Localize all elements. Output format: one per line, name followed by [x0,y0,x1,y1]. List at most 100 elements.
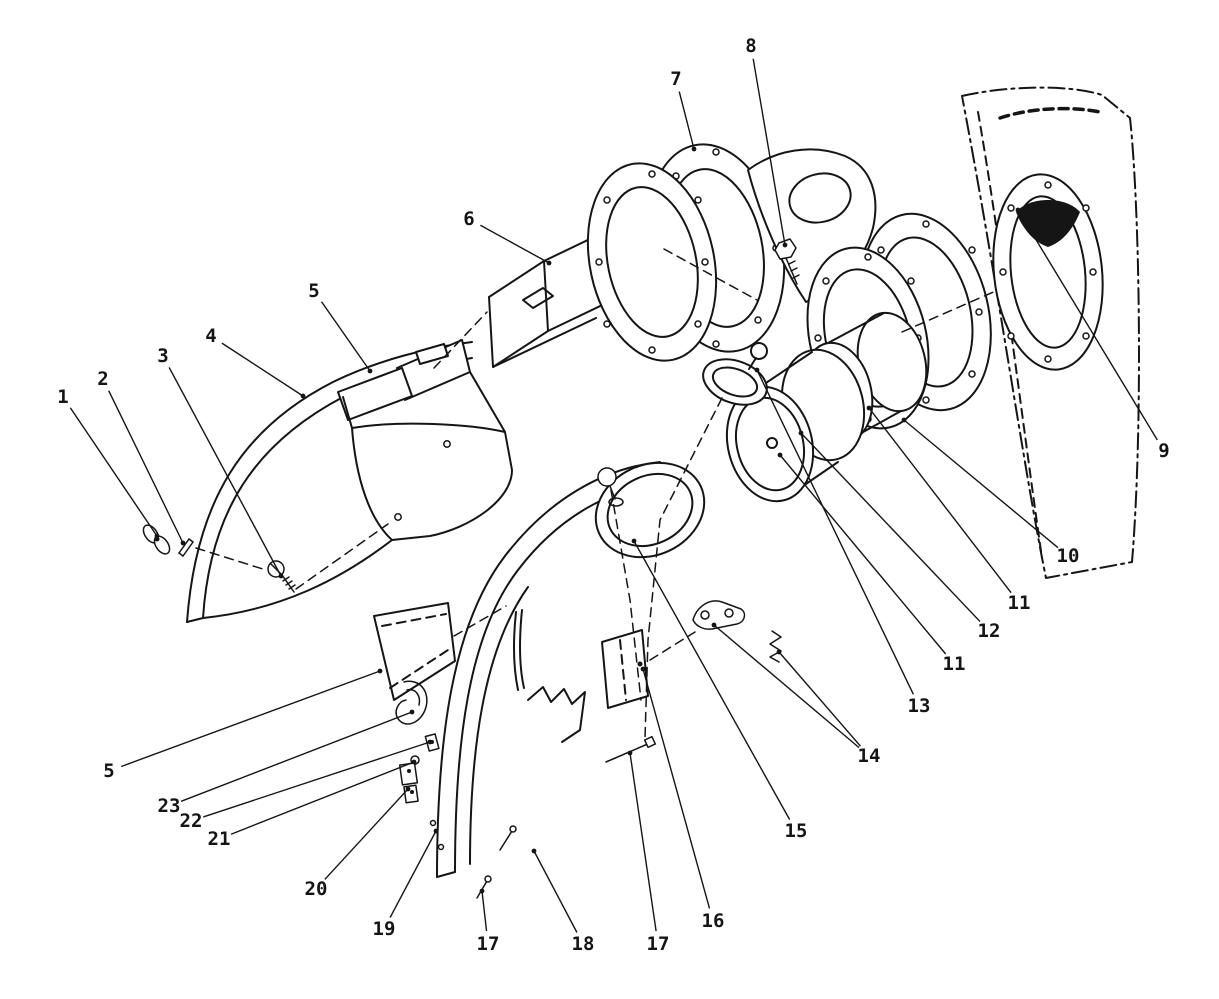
leader-line [221,342,304,397]
callout-label-13: 13 [908,695,931,717]
leader-line [203,741,431,818]
callout-label-7: 7 [670,68,681,90]
pin-small [499,825,517,851]
leader-line [108,390,184,544]
diagram-artwork [142,86,1140,899]
leader-line [779,454,947,655]
leader-line [120,670,381,768]
callout-label-15: 15 [785,820,808,842]
leader-line [778,651,862,747]
leader-dot [866,405,872,411]
leader-line [756,369,914,695]
upper-chute [186,339,513,623]
panel-opening-ring [992,173,1104,371]
cotter-pin-left [476,875,492,899]
leader-line [1017,209,1158,441]
callout-label-18: 18 [572,933,595,955]
leader-line [324,788,409,880]
leader-line [800,432,981,623]
leader-dot [479,888,485,894]
callout-label-22: 22 [180,810,203,832]
leader-line [678,91,695,150]
callout-label-8: 8 [745,35,756,57]
leader-dot [531,848,537,854]
callout-label-9: 9 [1158,440,1169,462]
leader-dot [278,573,284,579]
callout-label-20: 20 [305,878,328,900]
hinge-bracket [398,762,419,804]
leader-dot [798,430,804,436]
side-panel [373,602,456,701]
leader-dot [546,260,552,266]
leader-dot [411,759,417,765]
leader-line [481,890,488,932]
leader-dot [777,452,783,458]
callout-label-23: 23 [158,795,181,817]
leader-dot [367,368,373,374]
leader-dot [154,533,160,539]
end-cap [702,342,768,406]
chute-knob [597,467,624,507]
leader-line [903,419,1059,549]
leader-dot [631,538,637,544]
callout-label-17: 17 [647,933,670,955]
leader-line [633,540,791,820]
leader-dot [640,666,646,672]
leader-line [713,624,860,749]
callout-label-2: 2 [97,368,108,390]
leader-dot [901,417,907,423]
leader-line [180,711,413,802]
callout-label-1: 1 [57,386,68,408]
leader-line [629,752,657,932]
leader-dot [627,750,633,756]
leader-dot [405,786,411,792]
leader-line [320,301,371,372]
tube-flange-pair [586,143,786,362]
callout-label-4: 4 [205,325,216,347]
callout-label-11: 11 [943,653,966,675]
leader-dot [433,828,439,834]
callout-label-3: 3 [157,345,168,367]
leader-dot [691,146,697,152]
leader-line [230,761,415,835]
leader-line [168,367,282,577]
lower-chute [429,461,706,878]
leader-dot [300,393,306,399]
leader-dot [427,739,433,745]
leader-dot [409,709,415,715]
callout-label-14: 14 [858,745,881,767]
latch-bracket [692,600,746,630]
callout-label-16: 16 [702,910,725,932]
flange-bolt [774,238,800,285]
callout-label-11: 11 [1008,592,1031,614]
leader-line [480,224,550,264]
callout-label-6: 6 [463,208,474,230]
callout-label-17: 17 [477,933,500,955]
deflector-plate [601,629,649,709]
leader-dot [782,242,788,248]
leader-dot [754,367,760,373]
leader-line [752,58,786,246]
washer [178,538,194,557]
wing-nut [142,524,171,555]
callout-label-12: 12 [978,620,1001,642]
callout-label-21: 21 [208,828,231,850]
leader-dot [180,540,186,546]
leader-dot [377,668,383,674]
latch-spring [769,630,782,663]
leader-dot [711,622,717,628]
callout-label-5: 5 [103,760,114,782]
leader-dot [776,649,782,655]
leader-line [533,850,578,933]
callout-layer: 1234567891011121113141516171817192021222… [57,35,1169,955]
leader-dot [1015,207,1021,213]
leader-line [868,407,1012,594]
callout-label-5: 5 [308,280,319,302]
callout-label-10: 10 [1057,545,1080,567]
leader-line [642,668,711,909]
callout-label-19: 19 [373,918,396,940]
hairpin-cotter [395,680,428,725]
alignment-lines [195,248,999,739]
